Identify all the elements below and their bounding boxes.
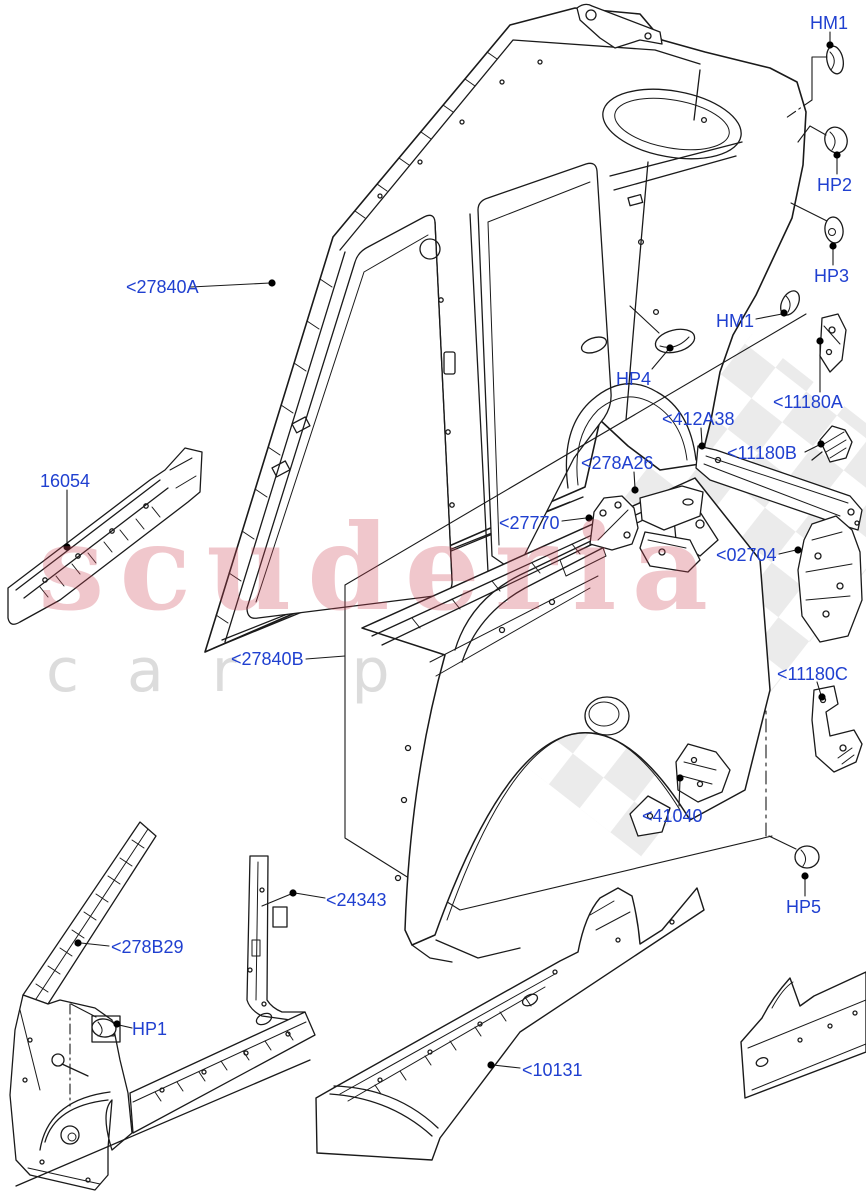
quarter-panel-assembly-27840b-drawing [361, 477, 771, 963]
grommet-icons [91, 45, 848, 1038]
part-label-hm1-mid[interactable]: HM1 [716, 311, 755, 331]
panel-278a26-drawing [639, 485, 704, 573]
part-label-10131[interactable]: <10131 [522, 1060, 583, 1080]
part-label-27840b[interactable]: <27840B [231, 649, 304, 669]
part-label-27770[interactable]: <27770 [499, 513, 560, 533]
part-label-hp2[interactable]: HP2 [817, 175, 853, 195]
part-label-11180a[interactable]: <11180A [773, 392, 843, 412]
part-label-hm1-top[interactable]: HM1 [810, 13, 849, 33]
part-label-24343[interactable]: <24343 [326, 890, 387, 910]
part-label-11180c[interactable]: <11180C [777, 664, 848, 684]
rocker-panel-partial-drawing [740, 971, 866, 1099]
panel-02704-drawing [797, 515, 863, 643]
part-label-41040[interactable]: <41040 [642, 806, 703, 826]
bracket-11180a-drawing [819, 313, 847, 373]
apillar-inner-16054-drawing [7, 447, 203, 625]
grommet-hp5-icon [794, 845, 820, 869]
bracket-11180b-drawing [811, 425, 853, 463]
grommet-hp3-icon [824, 216, 844, 244]
part-label-278b29[interactable]: <278B29 [111, 937, 184, 957]
part-label-hp5[interactable]: HP5 [786, 897, 822, 917]
grommet-hp4-icon [654, 328, 696, 354]
gusset-41040-drawing [629, 743, 731, 837]
rocker-panel-10131-drawing [315, 887, 705, 1161]
part-label-hp4[interactable]: HP4 [616, 369, 652, 389]
leader-lines [63, 31, 841, 1107]
grommet-hp2-icon [824, 126, 848, 154]
part-label-11180b[interactable]: <11180B [727, 443, 797, 463]
part-label-hp1[interactable]: HP1 [132, 1019, 168, 1039]
part-label-02704[interactable]: <02704 [716, 545, 777, 565]
body-side-upper-drawing [204, 3, 807, 653]
rail-412a38-drawing [695, 445, 863, 531]
watermark-brand: scuderia [38, 498, 724, 637]
bracket-27770-drawing [589, 495, 639, 551]
part-label-412a38[interactable]: <412A38 [662, 409, 735, 429]
body-side-lower-drawing [9, 821, 316, 1191]
part-label-hp3[interactable]: HP3 [814, 266, 850, 286]
part-label-27840a[interactable]: <27840A [126, 277, 199, 297]
grommet-hp1-icon [91, 1018, 117, 1038]
part-label-16054[interactable]: 16054 [40, 471, 91, 491]
grommet-hm1-top-icon [826, 45, 844, 75]
part-label-278a26[interactable]: <278A26 [581, 453, 654, 473]
